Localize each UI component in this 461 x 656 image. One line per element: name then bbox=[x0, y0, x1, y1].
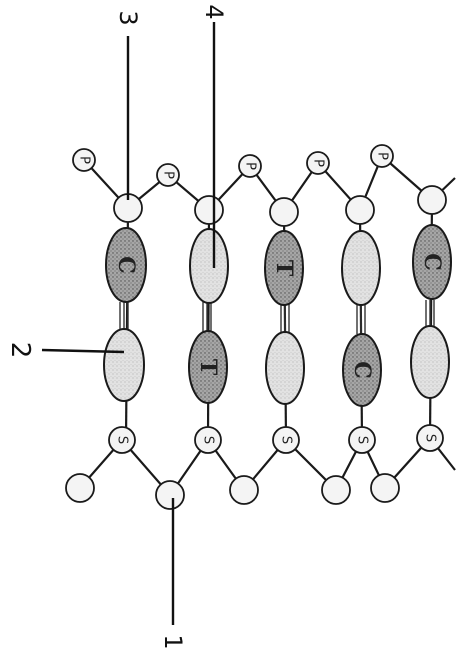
phosphate-letter: P bbox=[161, 171, 176, 179]
sugar-letter: S bbox=[115, 436, 130, 444]
label-4: 4 bbox=[200, 4, 228, 19]
sugar-letter: S bbox=[279, 436, 294, 444]
sugar-node bbox=[194, 195, 224, 225]
base-r3-right-letter: T bbox=[271, 260, 297, 277]
sugar-atom bbox=[108, 426, 136, 454]
base-r5-right-letter: C bbox=[419, 253, 445, 271]
sugar-atom bbox=[272, 426, 300, 454]
base-r1-right bbox=[105, 227, 147, 303]
sugar-atom bbox=[416, 424, 444, 452]
leader-lines bbox=[41, 22, 216, 625]
phosphate-node bbox=[321, 475, 351, 505]
phosphate-atom bbox=[156, 163, 180, 187]
phosphate-letter: P bbox=[243, 162, 258, 170]
base-r2-left bbox=[188, 330, 228, 404]
phosphate-letter: P bbox=[77, 156, 92, 164]
base-r2-right bbox=[189, 228, 229, 304]
sugar-atom bbox=[348, 426, 376, 454]
hydrogen-bonds bbox=[119, 300, 435, 334]
phosphate-atom bbox=[370, 144, 394, 168]
right-atom-letters: P P P P P bbox=[77, 152, 390, 179]
base-r3-left bbox=[265, 331, 305, 405]
right-atoms bbox=[72, 144, 447, 227]
phosphate-node bbox=[155, 480, 185, 510]
sugar-node bbox=[269, 197, 299, 227]
sugar-atom bbox=[194, 426, 222, 454]
base-r4-right bbox=[341, 230, 381, 306]
left-atom-letters: S S S S S bbox=[115, 434, 438, 444]
base-r5-left bbox=[410, 325, 450, 399]
base-r1-right-letter: C bbox=[113, 256, 139, 274]
base-r5-right bbox=[412, 224, 452, 300]
left-atoms bbox=[65, 424, 444, 510]
phosphate-letter: P bbox=[311, 159, 326, 167]
base-r1-left bbox=[103, 328, 145, 402]
label-2: 2 bbox=[5, 342, 35, 359]
sugar-node bbox=[417, 185, 447, 215]
label-3: 3 bbox=[114, 10, 142, 25]
phosphate-atom bbox=[306, 151, 330, 175]
phosphate-atom bbox=[238, 154, 262, 178]
sugar-node bbox=[345, 195, 375, 225]
phosphate-node bbox=[370, 473, 400, 503]
base-r4-left-letter: C bbox=[349, 361, 375, 379]
phosphate-node bbox=[65, 473, 95, 503]
base-r3-right bbox=[264, 230, 304, 306]
phosphate-node bbox=[229, 475, 259, 505]
sugar-letter: S bbox=[355, 436, 370, 444]
phosphate-atom bbox=[72, 148, 96, 172]
base-r2-left-letter: T bbox=[195, 359, 221, 376]
sugar-letter: S bbox=[201, 436, 216, 444]
leader-line-2 bbox=[41, 348, 125, 354]
phosphate-letter: P bbox=[375, 152, 390, 160]
base-r4-left bbox=[342, 333, 382, 407]
label-1: 1 bbox=[159, 634, 187, 649]
sugar-letter: S bbox=[423, 434, 438, 442]
